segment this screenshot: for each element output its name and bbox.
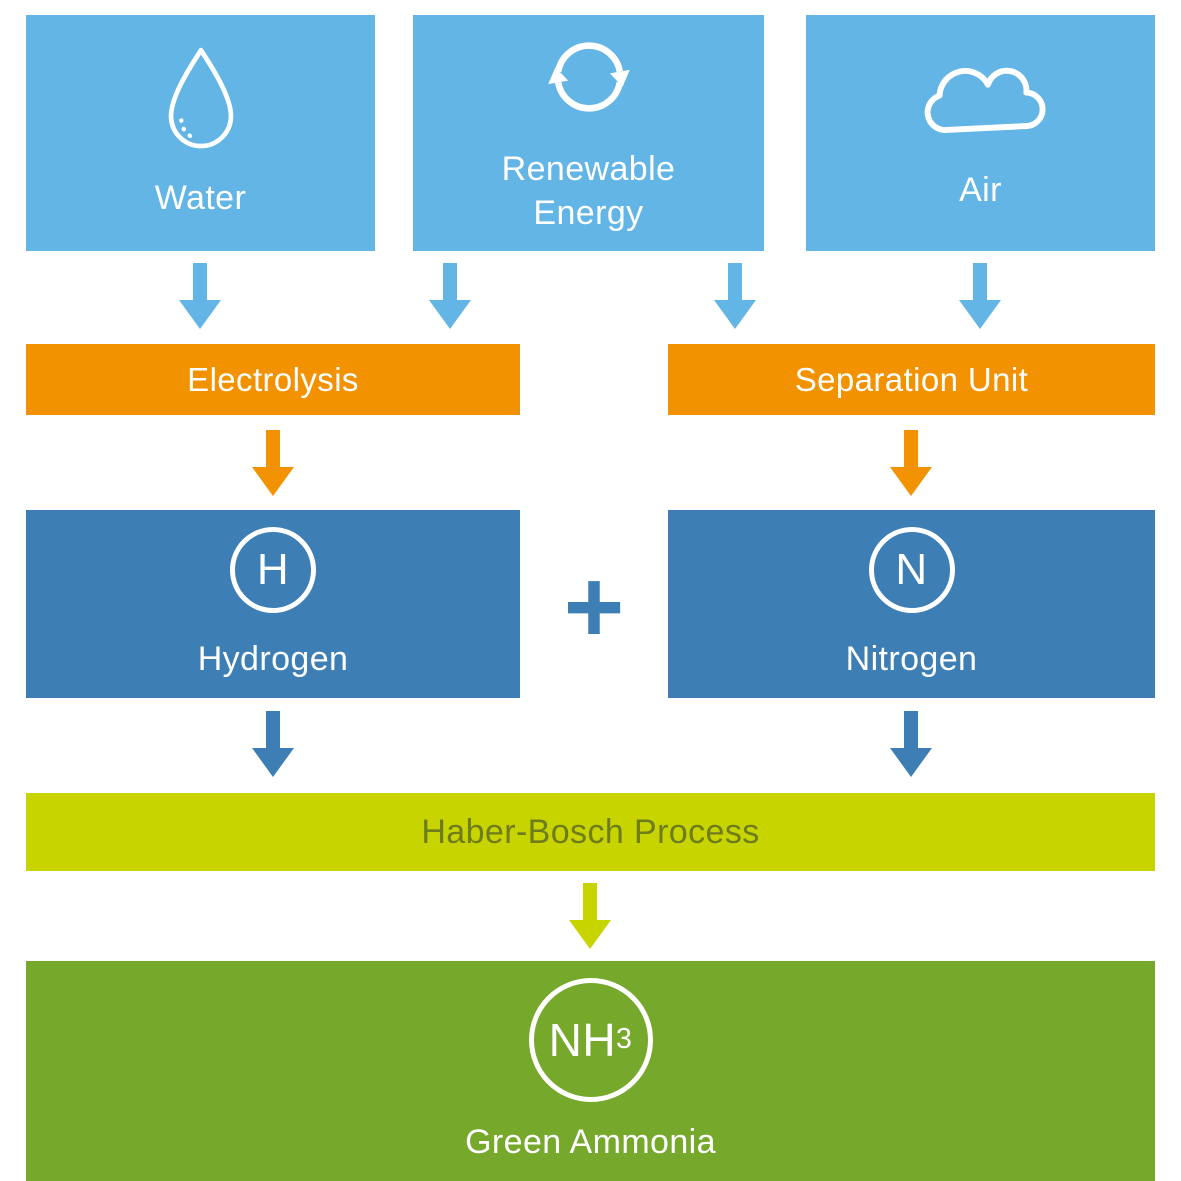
renewable-energy-input-box: Renewable Energy (413, 15, 764, 251)
arrow-separation-to-nitrogen (889, 430, 933, 496)
nh3-symbol: NH (548, 1013, 617, 1066)
hydrogen-symbol-circle: H (230, 526, 316, 613)
arrow-electrolysis-to-hydrogen (251, 430, 295, 496)
water-drop-icon (168, 48, 233, 149)
renewable-energy-label: Renewable Energy (501, 149, 676, 232)
nitrogen-label: Nitrogen (845, 639, 978, 678)
green-ammonia-label: Green Ammonia (465, 1122, 716, 1161)
hydrogen-symbol: H (256, 544, 290, 594)
nh3-symbol-subscript: 3 (616, 1023, 633, 1056)
nitrogen-symbol-circle: N (868, 526, 955, 613)
arrow-air-to-separation (958, 263, 1002, 329)
air-input-box: Air (806, 15, 1155, 251)
plus-operator: + (563, 549, 625, 665)
electrolysis-box: Electrolysis (26, 344, 520, 415)
water-input-box: Water (26, 15, 375, 251)
arrow-nitrogen-to-haber-bosch (889, 711, 933, 777)
renewable-energy-icon (547, 42, 630, 112)
haber-bosch-label: Haber-Bosch Process (421, 812, 760, 851)
arrow-hydrogen-to-haber-bosch (251, 711, 295, 777)
water-label: Water (154, 179, 247, 218)
nitrogen-symbol: N (895, 544, 928, 594)
arrow-water-to-electrolysis (178, 263, 222, 329)
hydrogen-box: H Hydrogen (26, 510, 520, 698)
arrow-renewable-to-electrolysis (428, 263, 472, 329)
nitrogen-box: N Nitrogen (668, 510, 1155, 698)
separation-unit-box: Separation Unit (668, 344, 1155, 415)
arrow-haber-bosch-to-green-ammonia (568, 883, 612, 949)
cloud-icon (924, 68, 1046, 134)
hydrogen-label: Hydrogen (197, 639, 349, 678)
haber-bosch-box: Haber-Bosch Process (26, 793, 1155, 871)
electrolysis-label: Electrolysis (187, 360, 359, 398)
separation-unit-label: Separation Unit (794, 360, 1029, 398)
air-label: Air (959, 171, 1002, 210)
arrow-renewable-to-separation (713, 263, 757, 329)
